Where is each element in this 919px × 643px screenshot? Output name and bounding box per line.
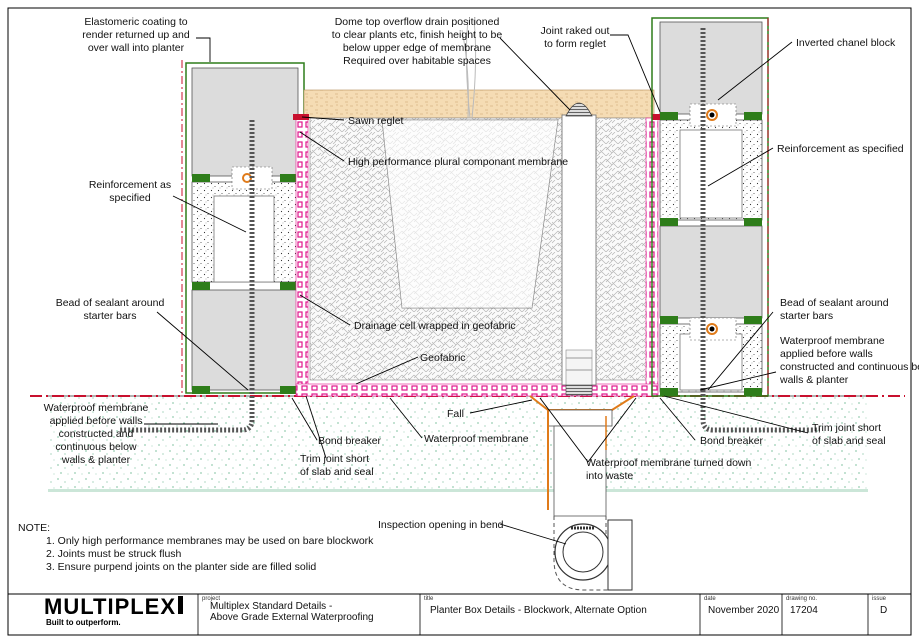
svg-text:Bead of sealant around: Bead of sealant around [56,297,165,309]
callout-reinforcement-right: Reinforcement as specified [777,143,904,155]
overflow-drain [561,102,597,396]
svg-text:starter bars: starter bars [780,310,833,322]
svg-text:constructed and continuous bel: constructed and continuous below [780,361,919,373]
svg-text:constructed and: constructed and [59,428,134,440]
svg-text:Bead of sealant around: Bead of sealant around [780,297,889,309]
callout-fall: Fall [447,408,464,420]
project-caption: project [202,596,220,602]
project-line: Multiplex Standard Details - [210,601,332,612]
project-line: Above Grade External Waterproofing [210,612,374,623]
svg-text:starter bars: starter bars [83,310,136,322]
brand-tagline: Built to outperform. [46,618,121,627]
svg-text:of slab and seal: of slab and seal [300,466,374,478]
callout-inspection-opening: Inspection opening in bend [378,519,504,531]
callout-high-perf-membrane: High performance plural componant membra… [348,156,568,168]
svg-text:applied before walls: applied before walls [780,348,873,360]
notes-block: NOTE: 1. Only high performance membranes… [18,522,374,573]
drawing-title: Planter Box Details - Blockwork, Alterna… [430,605,647,616]
svg-text:Waterproof membrane: Waterproof membrane [780,335,885,347]
svg-text:over wall into planter: over wall into planter [88,42,185,54]
svg-text:Trim joint short: Trim joint short [300,453,369,465]
issue-caption: issue [872,596,887,602]
callout-trim-left: Trim joint short of slab and seal [300,453,374,478]
leader-lines [144,34,809,545]
date-caption: date [704,596,716,602]
svg-text:into waste: into waste [586,470,633,482]
svg-text:applied before walls: applied before walls [50,415,143,427]
callout-turned-down: Waterproof membrane turned down into was… [586,457,752,482]
title-block: MULTIPLEX Built to outperform. project M… [8,593,911,635]
svg-text:to form reglet: to form reglet [544,38,606,50]
callout-bond-breaker-left: Bond breaker [318,435,382,447]
waste-pipe [529,395,635,591]
planter-body [293,19,666,397]
note-item: 1. Only high performance membranes may b… [46,535,374,547]
svg-text:Waterproof membrane: Waterproof membrane [44,402,149,414]
callout-joint-raked: Joint raked out to form reglet [541,25,610,50]
svg-text:Dome top overflow drain positi: Dome top overflow drain positioned [335,16,500,28]
svg-text:Joint raked out: Joint raked out [541,25,610,37]
drawing-date: November 2020 [708,605,780,616]
svg-text:to clear plants etc, finish he: to clear plants etc, finish height to be [332,29,503,41]
svg-text:of slab and seal: of slab and seal [812,435,886,447]
callout-sawn-reglet: Sawn reglet [348,115,404,127]
right-wall [651,17,820,433]
svg-text:specified: specified [109,192,151,204]
title-caption: title [424,596,434,602]
svg-text:Waterproof membrane turned dow: Waterproof membrane turned down [586,457,752,469]
svg-text:walls & planter: walls & planter [61,454,131,466]
callout-bead-left: Bead of sealant around starter bars [56,297,165,322]
callout-drainage-cell: Drainage cell wrapped in geofabric [354,320,516,332]
drawing-number: 17204 [790,605,818,616]
callout-dome-drain: Dome top overflow drain positioned to cl… [332,16,503,67]
svg-text:Required over habitable spaces: Required over habitable spaces [343,55,491,67]
callout-waterproof-membrane: Waterproof membrane [424,433,529,445]
issue-letter: D [880,605,887,616]
brand-mark [178,596,183,614]
drawing-number-caption: drawing no. [786,596,817,602]
note-item: 3. Ensure purpend joints on the planter … [46,561,316,573]
svg-text:continuous below: continuous below [55,441,137,453]
callout-elastomeric-coating: Elastomeric coating to render returned u… [82,16,190,54]
callout-bond-breaker-right: Bond breaker [700,435,764,447]
notes-heading: NOTE: [18,522,50,534]
callout-reinforcement-left: Reinforcement as specified [89,179,171,204]
callout-wpm-left: Waterproof membrane applied before walls… [44,402,149,466]
callout-wpm-right: Waterproof membrane applied before walls… [779,335,919,386]
left-wall [120,62,305,433]
svg-text:Reinforcement as: Reinforcement as [89,179,171,191]
callout-bead-right: Bead of sealant around starter bars [780,297,889,322]
callout-inverted-channel: Inverted chanel block [796,37,896,49]
svg-text:render returned up and: render returned up and [82,29,190,41]
svg-text:Trim joint short: Trim joint short [812,422,881,434]
callout-geofabric: Geofabric [420,352,466,364]
svg-text:walls & planter: walls & planter [779,374,849,386]
brand-logo: MULTIPLEX [44,594,176,619]
note-item: 2. Joints must be struck flush [46,548,182,560]
svg-text:Elastomeric coating to: Elastomeric coating to [84,16,187,28]
callout-trim-right: Trim joint short of slab and seal [812,422,886,447]
svg-text:below upper edge of membrane: below upper edge of membrane [343,42,491,54]
sheet-border [7,7,912,636]
